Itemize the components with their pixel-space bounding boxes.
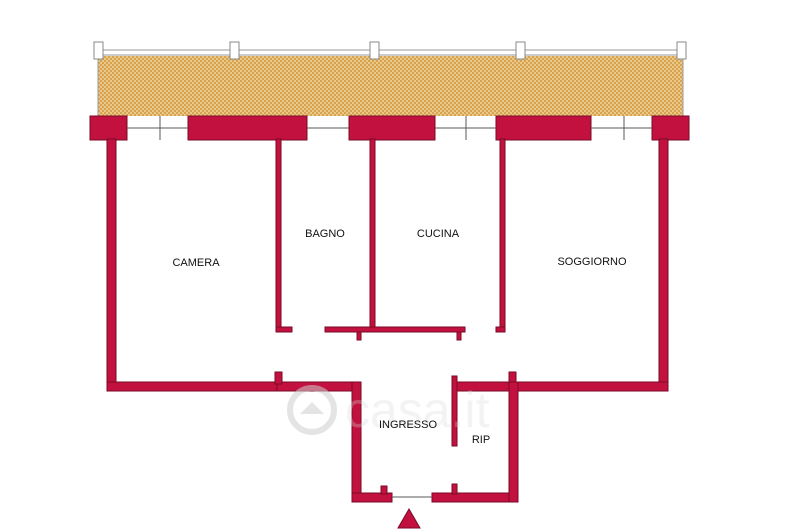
wall-east — [658, 138, 669, 392]
wall-stub — [356, 331, 362, 341]
room-label-cucina: CUCINA — [417, 228, 460, 240]
watermark: casa.it — [287, 382, 490, 438]
room-label-ingresso: INGRESSO — [379, 419, 438, 431]
wall-stub — [380, 485, 388, 495]
wall-partition — [275, 138, 282, 332]
room-label-soggiorno: SOGGIORNO — [557, 256, 627, 268]
wall-stub — [274, 371, 283, 385]
room-labels: CAMERA BAGNO CUCINA SOGGIORNO INGRESSO R… — [172, 228, 627, 446]
wall-north — [651, 115, 690, 141]
wall-north — [187, 115, 308, 141]
railing-post — [515, 41, 526, 60]
watermark-text: casa.it — [345, 382, 490, 438]
wall-partition — [495, 326, 506, 333]
wall-west — [106, 138, 117, 392]
wall-rip-west — [451, 483, 458, 495]
walls — [89, 115, 690, 503]
wall-south — [106, 381, 278, 392]
entrance-arrow-icon — [397, 508, 421, 529]
wall-partition — [275, 326, 293, 333]
railing-post — [369, 41, 380, 60]
railing-post — [676, 41, 687, 60]
wall-rip-west — [451, 375, 458, 447]
window-lines — [127, 116, 652, 498]
wall-ingresso-south — [431, 492, 519, 503]
railing-post — [229, 41, 240, 60]
wall-north — [495, 115, 592, 141]
house-logo-icon — [287, 385, 337, 435]
wall-partition — [369, 138, 376, 332]
wall-partition — [499, 138, 506, 332]
house-logo-roof — [300, 402, 324, 414]
wall-stub — [456, 331, 462, 341]
room-label-camera: CAMERA — [172, 257, 220, 269]
wall-north — [348, 115, 436, 141]
room-label-bagno: BAGNO — [305, 228, 345, 240]
room-label-rip: RIP — [472, 434, 490, 446]
wall-north — [89, 115, 128, 141]
wall-partition — [324, 326, 466, 333]
balcony — [93, 41, 687, 116]
balcony-floor — [98, 56, 683, 116]
railing-post — [93, 41, 104, 60]
wall-rip-east — [508, 381, 519, 503]
